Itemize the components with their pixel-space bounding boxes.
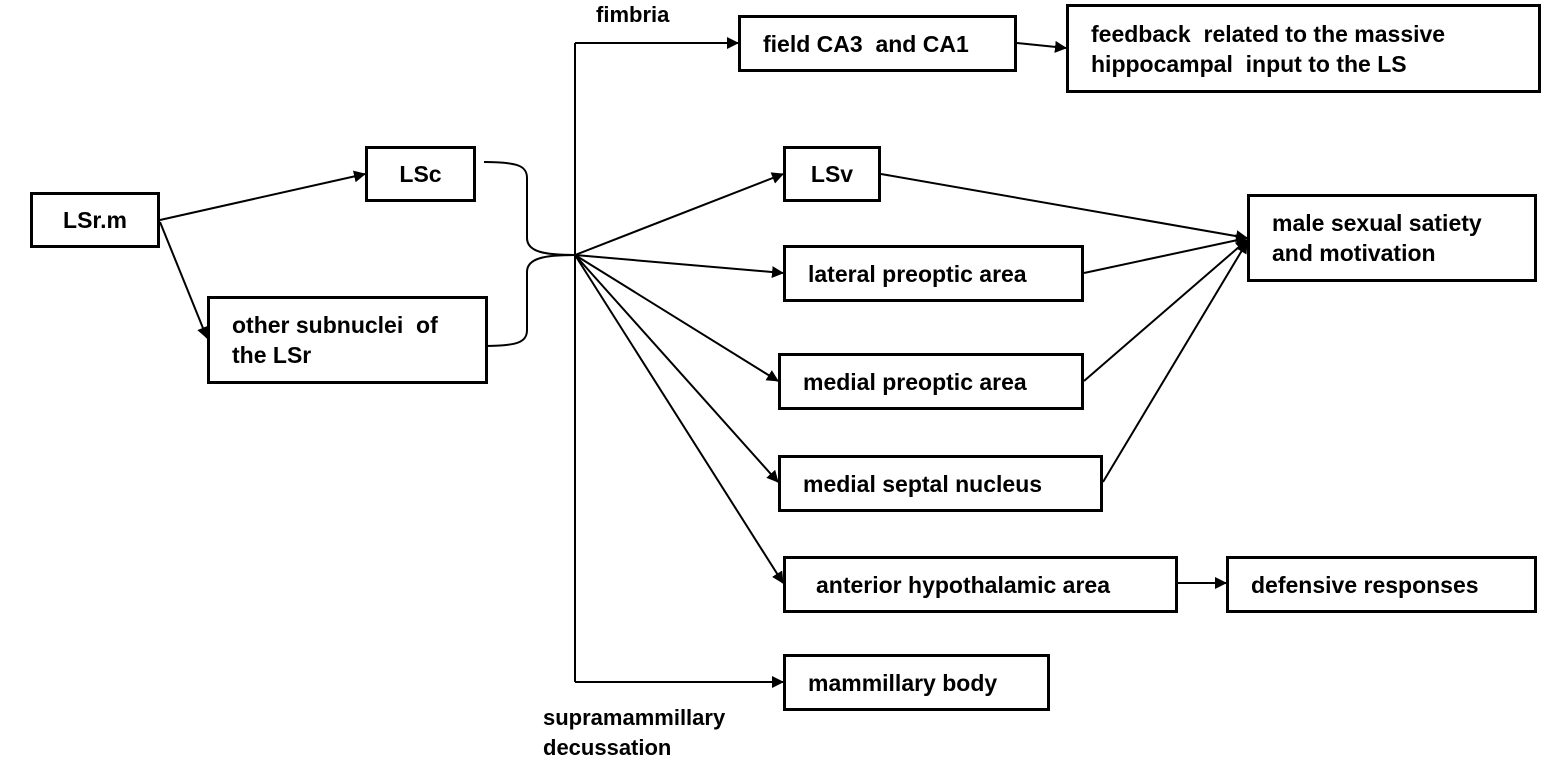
- arrow-to-lsv: [574, 172, 784, 256]
- node-medial-septal: medial septal nucleus: [778, 455, 1103, 512]
- label-supramammillary: supramammillary decussation: [543, 703, 725, 763]
- node-defensive-label: defensive responses: [1251, 571, 1479, 598]
- arrow-to-anterior-hypothalamic: [574, 254, 784, 584]
- arrow-lsrm-to-lsc: [159, 170, 366, 221]
- node-medial-preoptic-label: medial preoptic area: [803, 368, 1027, 395]
- node-lateral-preoptic: lateral preoptic area: [783, 245, 1084, 302]
- node-medial-preoptic: medial preoptic area: [778, 353, 1084, 410]
- arrow-to-medial-septal: [574, 254, 779, 483]
- node-feedback-line1: feedback related to the massive: [1091, 20, 1446, 47]
- node-other-subnuclei: other subnuclei of the LSr: [207, 296, 488, 384]
- node-anterior-hypothalamic-label: anterior hypothalamic area: [816, 571, 1110, 598]
- node-feedback: feedback related to the massive hippocam…: [1066, 4, 1541, 93]
- node-other-subnuclei-line1: other subnuclei of: [232, 312, 438, 338]
- brace-connector: [483, 161, 576, 347]
- label-supramammillary-line2: decussation: [543, 735, 672, 760]
- arrow-lsrm-to-other-subnuclei: [159, 221, 209, 339]
- node-lsc: LSc: [365, 146, 476, 202]
- arrow-lateral-preoptic-to-male-satiety: [1083, 234, 1248, 274]
- node-mammillary-label: mammillary body: [808, 669, 998, 696]
- node-lsv: LSv: [783, 146, 881, 202]
- arrow-to-medial-preoptic: [574, 254, 779, 382]
- node-feedback-line2: hippocampal input to the LS: [1091, 50, 1407, 77]
- arrow-ca-to-feedback: [1016, 40, 1067, 53]
- node-medial-septal-label: medial septal nucleus: [803, 470, 1043, 497]
- arrow-medial-septal-to-male-satiety: [1102, 241, 1248, 483]
- node-lsr-m-label: LSr.m: [63, 207, 127, 233]
- node-lsv-label: LSv: [810, 161, 854, 187]
- node-defensive: defensive responses: [1226, 556, 1537, 613]
- node-male-satiety: male sexual satiety and motivation: [1247, 194, 1537, 282]
- arrow-medial-preoptic-to-male-satiety: [1083, 239, 1248, 382]
- node-lsc-label: LSc: [399, 161, 442, 187]
- node-male-satiety-line2: and motivation: [1272, 240, 1436, 266]
- label-supramammillary-line1: supramammillary: [543, 705, 726, 730]
- arrow-lsv-to-male-satiety: [880, 173, 1248, 243]
- label-fimbria: fimbria: [596, 2, 670, 27]
- node-other-subnuclei-line2: the LSr: [232, 342, 312, 368]
- node-mammillary: mammillary body: [783, 654, 1050, 711]
- arrow-to-lateral-preoptic: [574, 254, 784, 279]
- node-anterior-hypothalamic: anterior hypothalamic area: [783, 556, 1178, 613]
- node-lsr-m: LSr.m: [30, 192, 160, 248]
- node-field-ca3-ca1-label: field CA3 and CA1: [763, 30, 969, 57]
- node-lateral-preoptic-label: lateral preoptic area: [808, 260, 1027, 287]
- node-male-satiety-line1: male sexual satiety: [1272, 210, 1482, 236]
- node-field-ca3-ca1: field CA3 and CA1: [738, 15, 1017, 72]
